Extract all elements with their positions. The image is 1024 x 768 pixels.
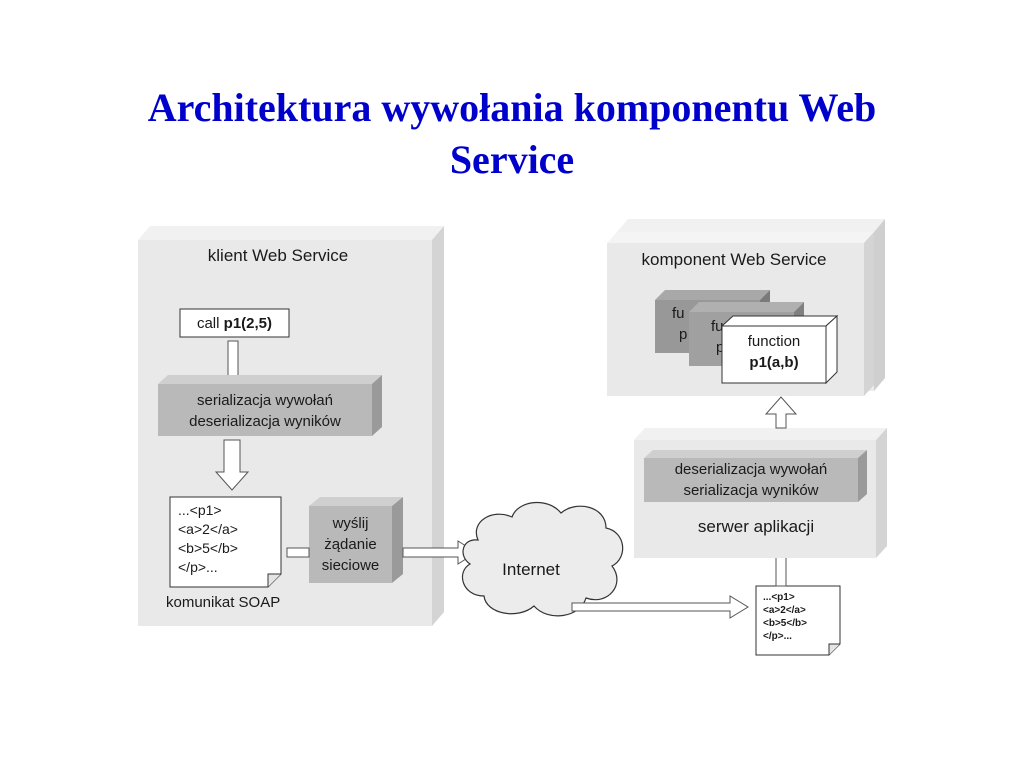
server-deserialization-box: deserializacja wywołań serializacja wyni…	[644, 450, 867, 502]
client-soap-document: ...<p1> <a>2</a> <b>5</b> </p>...	[169, 496, 282, 588]
server-soap-line-2: <a>2</a>	[763, 605, 806, 616]
arrow-down-serialization	[214, 439, 250, 491]
function-label: function	[748, 333, 801, 350]
back-fragment-2: p	[679, 326, 687, 343]
client-soap-line-3: <b>5</b>	[178, 540, 238, 556]
call-box: call p1(2,5)	[179, 308, 290, 338]
back-fragment-1: fu	[672, 305, 685, 322]
back-fragment-4: p	[716, 339, 724, 356]
server-panel-label: serwer aplikacji	[698, 517, 814, 536]
send-line-1: wyślij	[332, 515, 369, 532]
arrow-internet-to-server-doc	[571, 595, 749, 619]
server-soap-document: ...<p1> <a>2</a> <b>5</b> </p>...	[755, 585, 841, 656]
client-serialization-line-1: serializacja wywołań	[197, 392, 333, 409]
function-name: p1(a,b)	[749, 354, 798, 371]
arrow-down-call	[227, 340, 239, 378]
send-line-3: sieciowe	[322, 557, 380, 574]
svg-text:call p1(2,5): call p1(2,5)	[197, 315, 272, 332]
internet-cloud: Internet	[461, 501, 624, 617]
call-prefix-text: call	[197, 315, 224, 332]
component-panel-label: komponent Web Service	[642, 250, 827, 269]
server-soap-line-3: <b>5</b>	[763, 618, 807, 629]
server-deserialization-line-2: serializacja wyników	[683, 482, 818, 499]
slide-title-line-1: Architektura wywołania komponentu Web	[147, 85, 877, 130]
slide-title-line-2: Service	[449, 137, 575, 182]
client-serialization-line-2: deserializacja wyników	[189, 413, 341, 430]
send-line-2: żądanie	[324, 536, 377, 553]
client-panel-label: klient Web Service	[208, 246, 348, 265]
client-soap-label: komunikat SOAP	[166, 594, 280, 611]
client-soap-line-1: ...<p1>	[178, 502, 222, 518]
function-box-front: function p1(a,b)	[720, 314, 839, 385]
server-soap-line-4: </p>...	[763, 631, 792, 642]
server-soap-line-1: ...<p1>	[763, 592, 795, 603]
internet-label: Internet	[502, 560, 560, 579]
call-function-text: p1(2,5)	[224, 315, 272, 332]
client-serialization-box: serializacja wywołań deserializacja wyni…	[158, 375, 382, 436]
send-request-box: wyślij żądanie sieciowe	[309, 497, 403, 583]
back-fragment-3: fu	[711, 318, 724, 335]
connector-soap-to-send	[286, 547, 310, 558]
connector-server-to-doc	[775, 556, 787, 587]
arrow-up-server-to-component	[764, 396, 798, 429]
slide-title: Architektura wywołania komponentu Web Se…	[60, 82, 964, 186]
client-soap-line-2: <a>2</a>	[178, 521, 238, 537]
client-soap-line-4: </p>...	[178, 559, 218, 575]
server-deserialization-line-1: deserializacja wywołań	[675, 461, 828, 478]
